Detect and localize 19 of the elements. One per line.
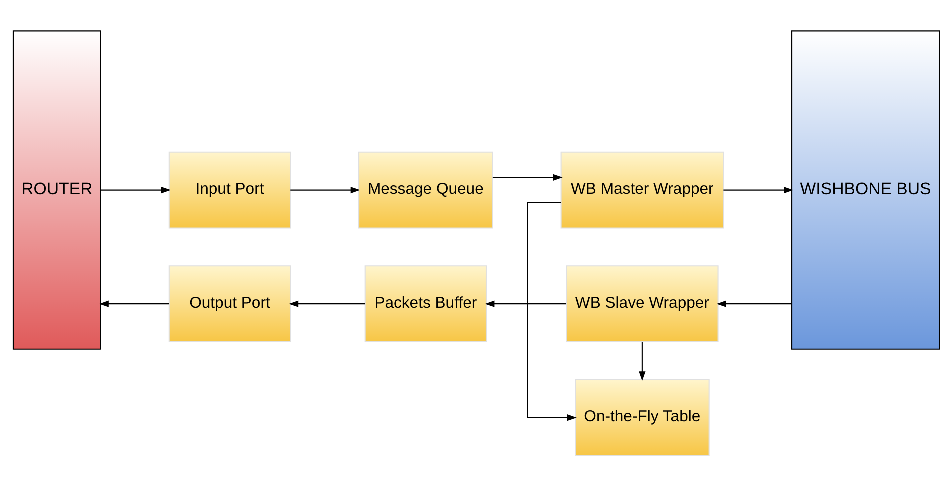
node-box: Input Port [168,152,291,229]
arrow [98,300,169,308]
arrow [288,300,365,308]
node-box: ROUTER [12,30,101,350]
arrow [638,342,646,382]
arrow [290,186,360,194]
arrow [716,300,792,308]
arrow [723,186,794,194]
arrow [492,174,562,181]
node-box: WB Slave Wrapper [566,266,718,343]
node-box: Packets Buffer [364,266,487,343]
arrow [100,186,170,194]
node-box: Message Queue [358,152,493,229]
node-box: WB Master Wrapper [560,152,724,229]
node-box: On-the-Fly Table [574,379,710,456]
node-box: Output Port [168,266,291,343]
arrow [484,300,566,308]
arrow [526,202,576,422]
node-box: WISHBONE BUS [791,30,940,350]
